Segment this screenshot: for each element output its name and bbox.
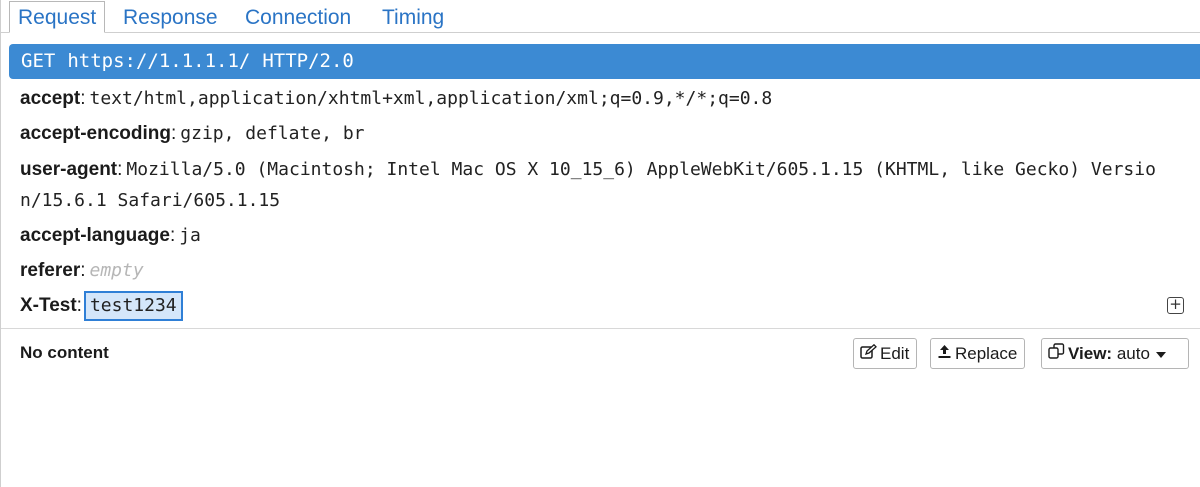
request-line[interactable]: GET https://1.1.1.1/HTTP/2.0: [9, 44, 1200, 79]
header-row: accept-encoding:gzip, deflate, br: [20, 119, 1170, 149]
request-headers: accept:text/html,application/xhtml+xml,a…: [20, 84, 1170, 326]
header-row: accept:text/html,application/xhtml+xml,a…: [20, 84, 1170, 114]
view-prefix: View:: [1068, 344, 1113, 363]
tab-timing[interactable]: Timing: [382, 6, 445, 29]
chevron-down-icon: [1155, 351, 1166, 358]
header-name[interactable]: X-Test: [20, 295, 77, 316]
view-value: auto: [1116, 344, 1150, 363]
header-colon: :: [80, 88, 86, 109]
plus-square-icon[interactable]: +: [1167, 297, 1184, 314]
header-row: referer:empty: [20, 256, 1170, 286]
header-value[interactable]: Mozilla/5.0 (Macintosh; Intel Mac OS X 1…: [20, 159, 1156, 211]
header-name[interactable]: accept: [20, 88, 81, 109]
header-row: user-agent:Mozilla/5.0 (Macintosh; Intel…: [20, 154, 1170, 216]
tab-bar: Request Response Connection Timing: [1, 0, 1200, 33]
header-colon: :: [80, 260, 86, 281]
header-colon: :: [169, 225, 176, 246]
header-row: X-Test:test1234: [20, 291, 1170, 321]
divider: [1, 328, 1200, 329]
header-value[interactable]: ja: [179, 225, 201, 246]
header-name[interactable]: accept-encoding: [20, 123, 171, 144]
replace-button[interactable]: Replace: [930, 338, 1026, 369]
edit-icon: [860, 339, 877, 368]
request-protocol: HTTP/2.0: [262, 50, 354, 72]
header-value[interactable]: gzip, deflate, br: [180, 123, 365, 144]
header-colon: :: [117, 159, 123, 180]
header-name[interactable]: user-agent: [20, 159, 118, 180]
header-colon: :: [170, 123, 177, 144]
edit-label: Edit: [880, 344, 910, 363]
tab-connection[interactable]: Connection: [245, 6, 352, 29]
view-mode-select[interactable]: View: auto: [1041, 338, 1189, 369]
tab-response[interactable]: Response: [123, 6, 218, 29]
header-name[interactable]: referer: [20, 260, 81, 281]
upload-icon: [937, 339, 952, 368]
header-value-empty[interactable]: empty: [89, 260, 144, 281]
header-row: accept-language:ja: [20, 221, 1170, 251]
request-url: https://1.1.1.1/: [67, 50, 251, 72]
header-value-editing[interactable]: test1234: [83, 291, 183, 321]
edit-button[interactable]: Edit: [853, 338, 918, 369]
header-name[interactable]: accept-language: [20, 225, 170, 246]
request-method: GET: [21, 50, 56, 72]
header-colon: :: [76, 295, 82, 316]
tab-request[interactable]: Request: [9, 1, 106, 33]
header-value[interactable]: text/html,application/xhtml+xml,applicat…: [89, 88, 773, 109]
no-content-label: No content: [20, 343, 109, 362]
copy-icon: [1048, 339, 1065, 368]
replace-label: Replace: [955, 344, 1018, 363]
